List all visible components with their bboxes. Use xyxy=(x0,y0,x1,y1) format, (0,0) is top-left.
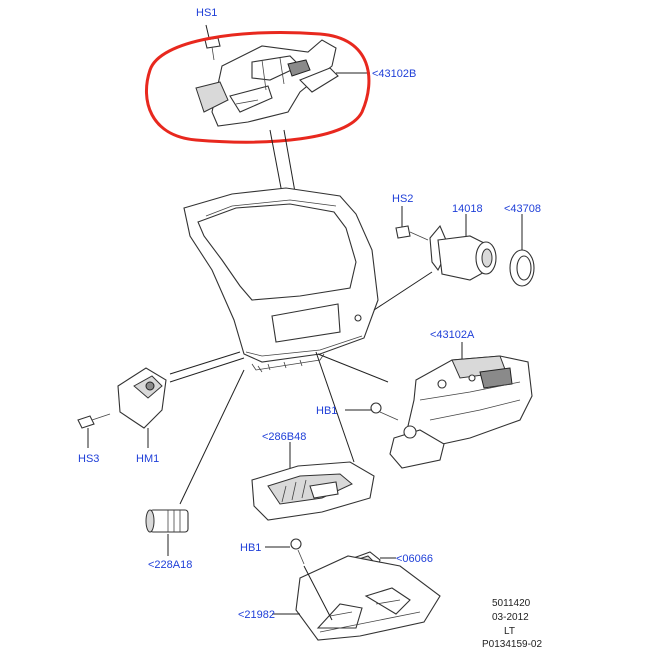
callout-hs1[interactable]: HS1 xyxy=(196,7,217,19)
bolt-hb1-upper[interactable] xyxy=(345,402,399,421)
callout-43102A[interactable]: <43102A xyxy=(430,329,475,341)
callout-06066[interactable]: <06066 xyxy=(396,553,433,565)
screw-hs3[interactable] xyxy=(77,413,111,448)
tailgate-latch-upper-part[interactable] xyxy=(195,24,370,127)
callout-228A18[interactable]: <228A18 xyxy=(148,559,192,571)
callout-hb1-lower[interactable]: HB1 xyxy=(240,542,261,554)
release-switch-part[interactable] xyxy=(117,367,167,448)
lock-ring-part[interactable] xyxy=(509,214,535,287)
reference-line-4: P0134159-02 xyxy=(482,639,542,650)
callout-hs3[interactable]: HS3 xyxy=(78,453,99,465)
lock-barrel-part[interactable] xyxy=(395,206,497,281)
callout-286B48[interactable]: <286B48 xyxy=(262,431,306,443)
bracket-part[interactable] xyxy=(272,555,441,641)
reference-line-2: 03-2012 xyxy=(492,612,529,623)
tailgate-latch-lower-part[interactable] xyxy=(389,342,533,469)
reference-line-1: 5011420 xyxy=(492,598,531,609)
reference-block: 5011420 03-2012 LT P0134159-02 xyxy=(482,598,542,650)
callout-hb1-upper[interactable]: HB1 xyxy=(316,405,337,417)
callout-hs2[interactable]: HS2 xyxy=(392,193,413,205)
callout-43102B[interactable]: <43102B xyxy=(372,68,416,80)
callout-hm1[interactable]: HM1 xyxy=(136,453,159,465)
callout-43708[interactable]: <43708 xyxy=(504,203,541,215)
tailgate-handle-part[interactable] xyxy=(251,442,375,521)
bumper-part[interactable] xyxy=(145,509,189,556)
highlight-circle xyxy=(145,31,371,144)
callout-14018[interactable]: 14018 xyxy=(452,203,483,215)
reference-line-3: LT xyxy=(504,626,515,637)
tailgate-panel[interactable] xyxy=(183,187,379,373)
bolt-hb1-lower[interactable] xyxy=(265,538,333,621)
callout-21982[interactable]: <21982 xyxy=(238,609,275,621)
